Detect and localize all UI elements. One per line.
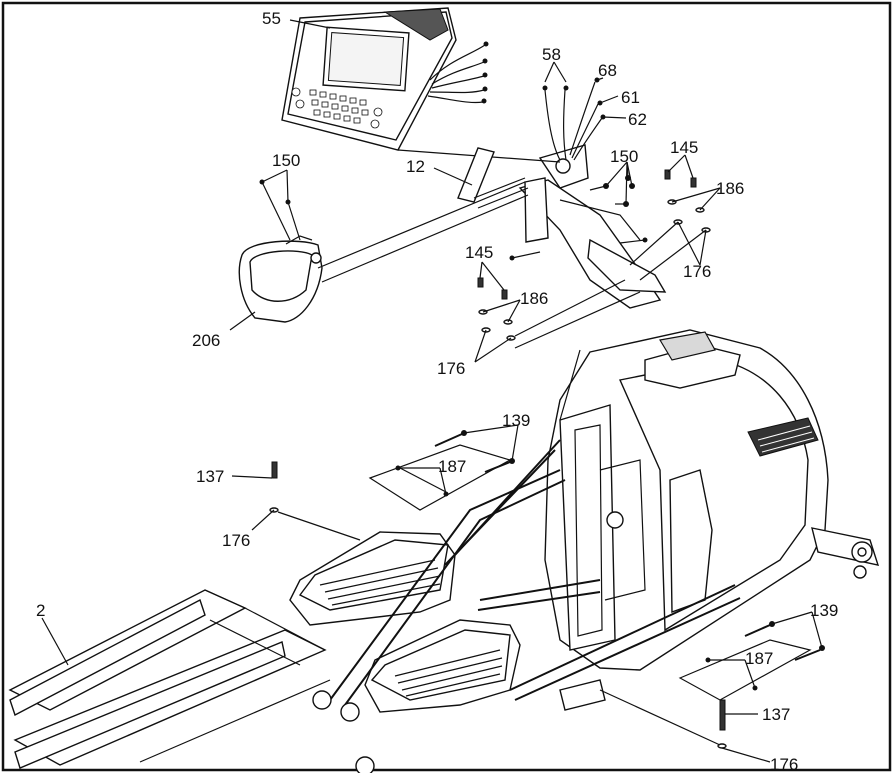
bolt-group-left [477, 277, 641, 349]
part-label-12: 12 [406, 157, 425, 176]
main-body-part [544, 329, 880, 671]
part-label-187-left: 187 [438, 457, 466, 476]
leader-lines [41, 19, 823, 763]
part-label-139-left: 139 [502, 411, 530, 430]
part-label-61: 61 [621, 88, 640, 107]
part-label-150-left: 150 [272, 151, 300, 170]
rail-part [8, 589, 331, 769]
part-label-68: 68 [598, 61, 617, 80]
part-label-2: 2 [36, 601, 45, 620]
part-label-145-right: 145 [670, 138, 698, 157]
pedal-assembly-part [289, 439, 741, 773]
part-label-187-right: 187 [745, 649, 773, 668]
part-label-186-right: 186 [716, 179, 744, 198]
part-label-137-right: 137 [762, 705, 790, 724]
bolt-group-right [629, 169, 711, 281]
part-labels: 55 58 68 61 62 12 150 150 145 186 176 14… [36, 9, 838, 773]
part-label-145-left: 145 [465, 243, 493, 262]
part-label-139-right: 139 [810, 601, 838, 620]
part-label-150-right: 150 [610, 147, 638, 166]
part-label-176-right: 176 [683, 262, 711, 281]
console-part [281, 7, 489, 151]
part-label-58: 58 [542, 45, 561, 64]
part-label-186-left: 186 [520, 289, 548, 308]
part-label-137-left: 137 [196, 467, 224, 486]
part-label-55: 55 [262, 9, 281, 28]
part-label-206: 206 [192, 331, 220, 350]
part-label-176-lower-right: 176 [770, 755, 798, 773]
part-label-176-lower-left: 176 [222, 531, 250, 550]
part-label-62: 62 [628, 110, 647, 129]
upper-mast-part [397, 77, 667, 309]
part-label-176-left: 176 [437, 359, 465, 378]
bottle-holder-part [238, 179, 529, 323]
